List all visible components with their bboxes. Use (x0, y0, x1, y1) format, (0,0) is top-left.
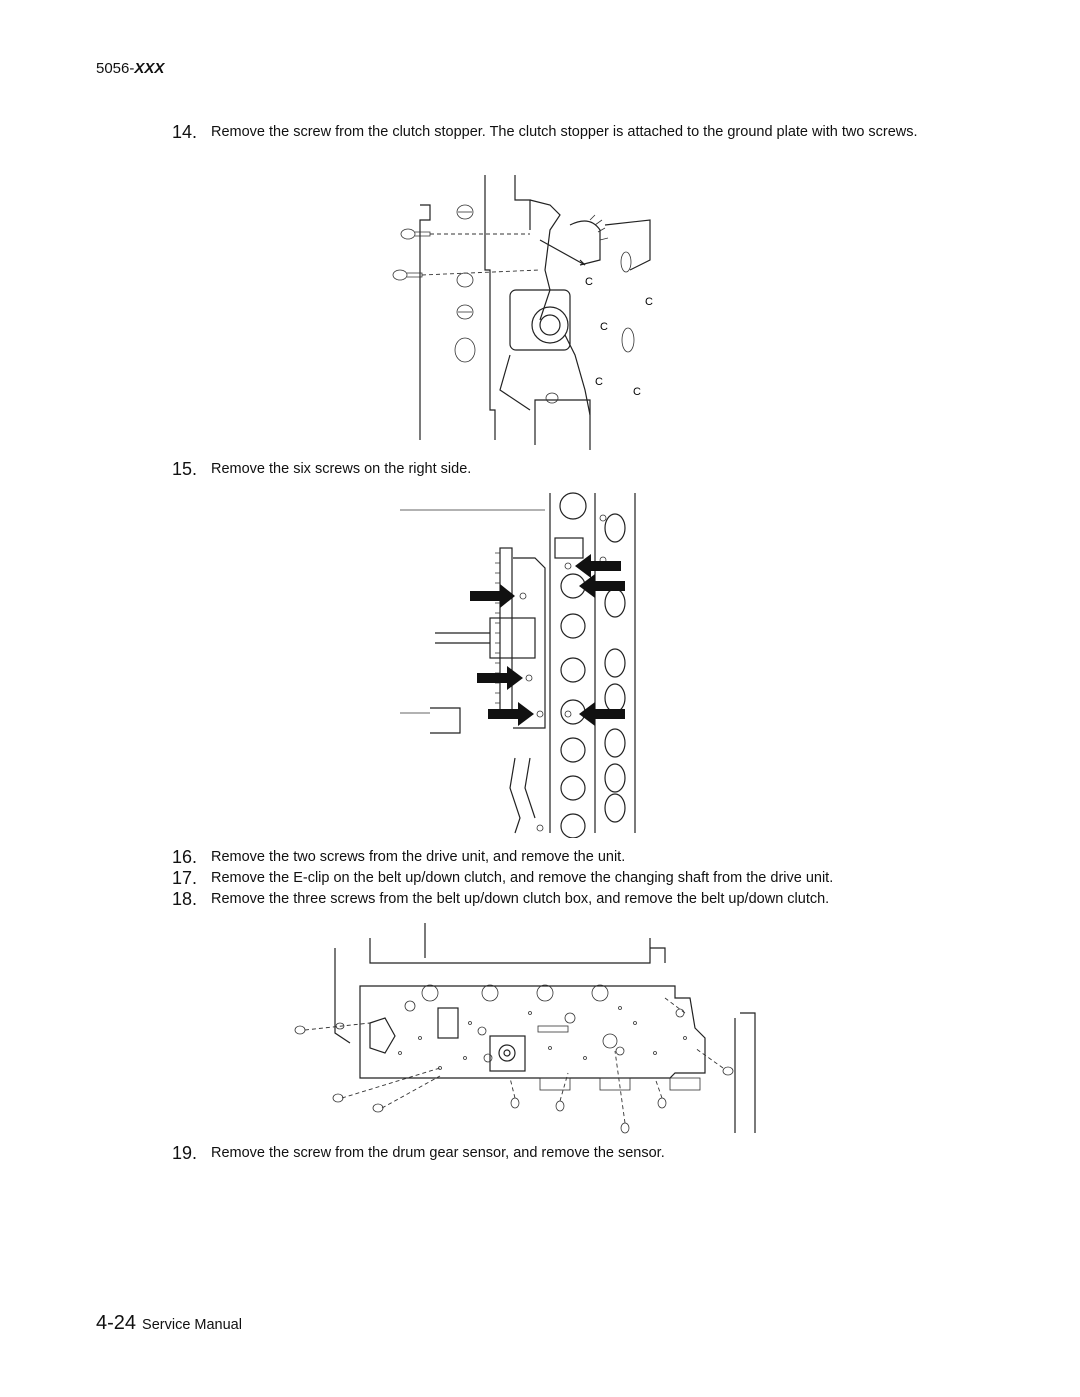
step-text: Remove the three screws from the belt up… (211, 891, 830, 907)
svg-text:C: C (595, 376, 603, 388)
svg-text:C: C (600, 321, 608, 333)
step-19: 19. Remove the screw from the drum gear … (172, 1143, 952, 1163)
step-text: Remove the two screws from the drive uni… (211, 849, 626, 865)
svg-text:C: C (645, 296, 653, 308)
step-text: Remove the six screws on the right side. (211, 461, 472, 477)
page-number: 4-24 (96, 1312, 137, 1334)
step-18: 18. Remove the three screws from the bel… (172, 889, 952, 909)
step-number: 14. (172, 122, 198, 142)
step-number: 18. (172, 889, 198, 909)
step-number: 15. (172, 459, 198, 479)
step-15: 15. Remove the six screws on the right s… (172, 459, 952, 479)
step-14: 14. Remove the screw from the clutch sto… (172, 122, 952, 142)
step-number: 19. (172, 1143, 198, 1163)
step-16: 16. Remove the two screws from the drive… (172, 847, 952, 867)
manual-title: Service Manual (142, 1317, 242, 1333)
right-side-screws-figure (395, 488, 655, 838)
model-prefix: 5056- (96, 60, 135, 77)
svg-text:C: C (585, 276, 593, 288)
document-header: 5056-XXX (96, 60, 164, 77)
model-suffix: XXX (134, 60, 165, 77)
step-text: Remove the screw from the clutch stopper… (211, 124, 918, 140)
svg-text:C: C (633, 386, 641, 398)
step-number: 17. (172, 868, 198, 888)
step-text: Remove the E-clip on the belt up/down cl… (211, 870, 834, 886)
step-text: Remove the screw from the drum gear sens… (211, 1145, 665, 1161)
page-footer: 4-24 Service Manual (96, 1312, 242, 1335)
step-17: 17. Remove the E-clip on the belt up/dow… (172, 868, 952, 888)
drive-unit-figure (290, 918, 770, 1138)
clutch-stopper-figure: C C C C C (390, 170, 665, 450)
step-number: 16. (172, 847, 198, 867)
